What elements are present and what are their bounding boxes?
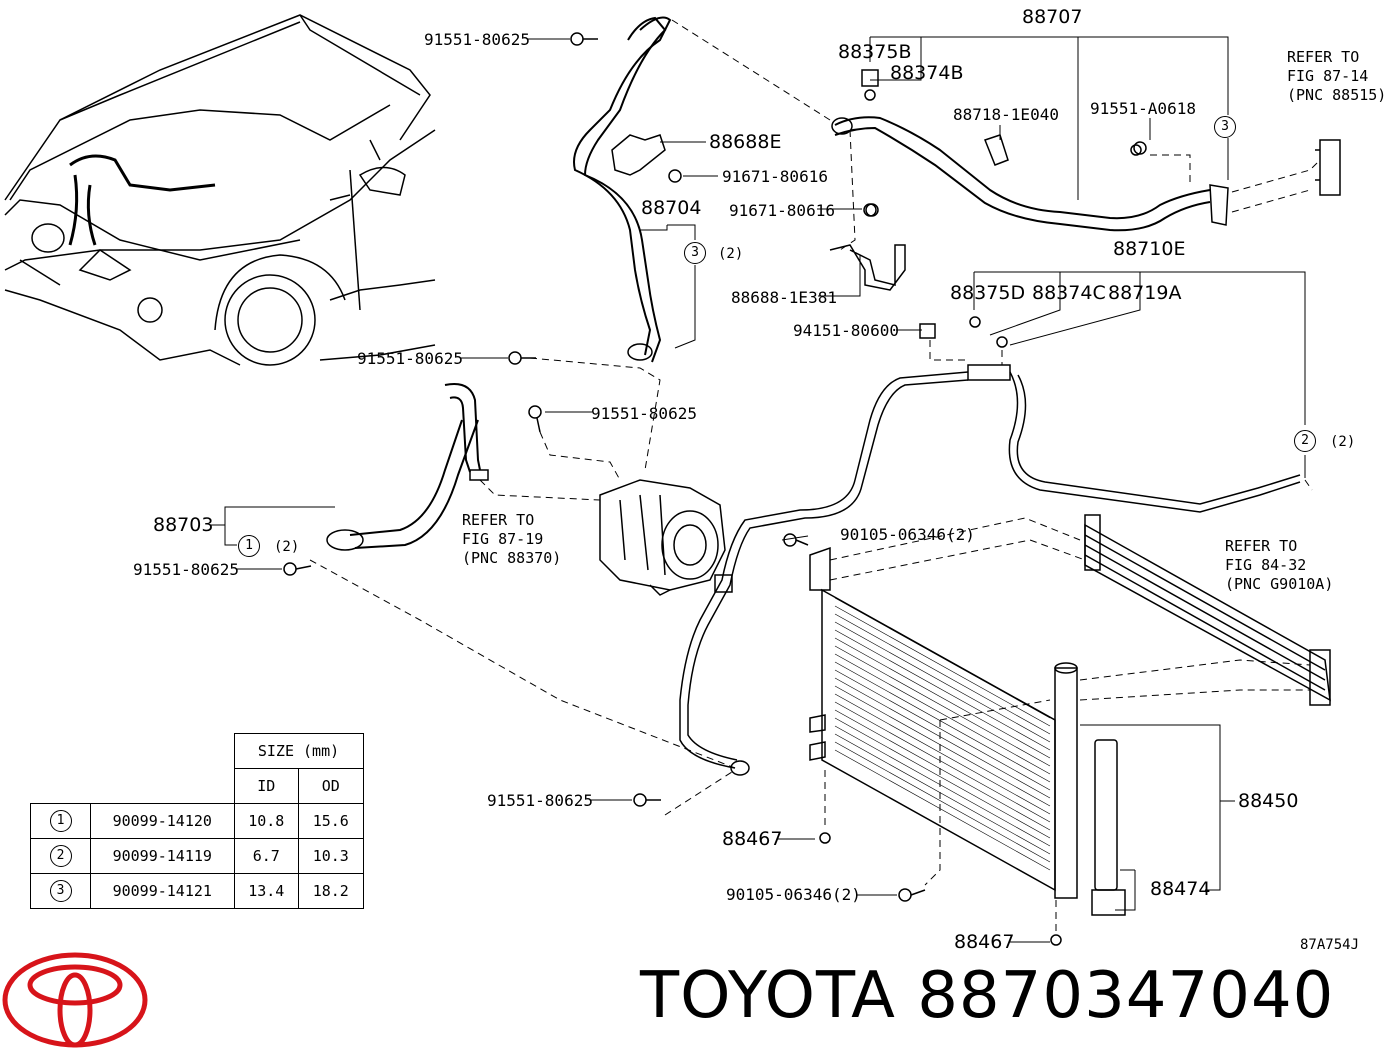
bolts bbox=[283, 32, 1147, 902]
callout-3-hose: 3 bbox=[684, 242, 706, 264]
label-88688E: 88688E bbox=[709, 131, 782, 153]
callout-2-right: 2 bbox=[1294, 430, 1316, 452]
label-88375B: 88375B bbox=[838, 41, 912, 63]
callout-3-hose-qty: (2) bbox=[718, 246, 744, 262]
label-91671-80616-b: 91671-80616 bbox=[729, 201, 835, 220]
discharge-hose-88703 bbox=[326, 383, 489, 551]
refer-fig-87-19: REFER TO FIG 87-19 (PNC 88370) bbox=[462, 511, 562, 567]
row-od: 10.3 bbox=[298, 838, 364, 874]
label-91551-80625-left: 91551-80625 bbox=[133, 560, 239, 579]
label-88374C: 88374C bbox=[1032, 282, 1106, 304]
refer-fig-84-32: REFER TO FIG 84-32 (PNC G9010A) bbox=[1225, 537, 1334, 593]
size-table: SIZE (mm) ID OD 1 90099-14120 10.8 15.6 … bbox=[30, 733, 364, 909]
label-91551-80625-mid: 91551-80625 bbox=[357, 349, 463, 368]
refer-fig-87-14: REFER TO FIG 87-14 (PNC 88515) bbox=[1287, 48, 1387, 104]
label-88688-1E381: 88688-1E381 bbox=[731, 288, 837, 307]
label-88703: 88703 bbox=[153, 514, 214, 536]
label-88467-a: 88467 bbox=[722, 828, 783, 850]
row-part: 90099-14120 bbox=[90, 803, 235, 839]
label-88704: 88704 bbox=[641, 197, 702, 219]
liquid-pipe-88710E bbox=[679, 364, 1301, 776]
callout-1-qty: (2) bbox=[274, 539, 300, 555]
label-88719A: 88719A bbox=[1108, 282, 1182, 304]
label-88474: 88474 bbox=[1150, 878, 1211, 900]
label-88374B: 88374B bbox=[890, 62, 964, 84]
table-row: 2 90099-14119 6.7 10.3 bbox=[30, 838, 364, 874]
row-mark: 2 bbox=[49, 845, 72, 867]
label-88450: 88450 bbox=[1238, 790, 1299, 812]
cooler-g9010a bbox=[1084, 514, 1331, 706]
car-illustration bbox=[4, 14, 436, 366]
row-mark: 1 bbox=[49, 810, 72, 832]
pipe-88707 bbox=[831, 116, 1229, 232]
label-88710E: 88710E bbox=[1113, 238, 1186, 260]
leader-lines bbox=[210, 36, 1306, 943]
diagram-code: 87A754J bbox=[1300, 937, 1360, 953]
label-88467-b: 88467 bbox=[954, 931, 1015, 953]
dashed-guides bbox=[309, 19, 1321, 935]
label-88707: 88707 bbox=[1022, 6, 1083, 28]
brand-part-number: TOYOTA 8870347040 bbox=[640, 959, 1335, 1033]
callout-2-right-qty: (2) bbox=[1330, 434, 1356, 450]
label-91551-80625-comp: 91551-80625 bbox=[591, 404, 697, 423]
callout-3-top: 3 bbox=[1214, 116, 1236, 138]
row-mark: 3 bbox=[49, 880, 72, 902]
size-table-col-id: ID bbox=[233, 768, 299, 804]
row-id: 13.4 bbox=[233, 873, 299, 909]
label-91551-80625-bottom: 91551-80625 bbox=[487, 791, 593, 810]
label-91671-80616-a: 91671-80616 bbox=[722, 167, 828, 186]
row-part: 90099-14121 bbox=[90, 873, 235, 909]
label-88375D: 88375D bbox=[950, 282, 1026, 304]
label-90105-06346-bottom: 90105-06346(2) bbox=[726, 885, 861, 904]
suction-hose-88704 bbox=[573, 16, 672, 363]
label-91551-A0618: 91551-A0618 bbox=[1090, 99, 1196, 118]
label-94151-80600: 94151-80600 bbox=[793, 321, 899, 340]
bracket-88688E bbox=[611, 134, 666, 176]
callout-1: 1 bbox=[238, 535, 260, 557]
toyota-logo bbox=[2, 952, 148, 1048]
table-row: 3 90099-14121 13.4 18.2 bbox=[30, 873, 364, 909]
size-table-title: SIZE (mm) bbox=[233, 733, 364, 769]
size-table-col-od: OD bbox=[298, 768, 364, 804]
row-od: 18.2 bbox=[298, 873, 364, 909]
label-91551-80625-top: 91551-80625 bbox=[424, 30, 530, 49]
condenser-88450 bbox=[809, 546, 1126, 946]
row-od: 15.6 bbox=[298, 803, 364, 839]
row-id: 10.8 bbox=[233, 803, 299, 839]
label-90105-06346-top: 90105-06346(2) bbox=[840, 525, 975, 544]
label-88718-1E040: 88718-1E040 bbox=[953, 105, 1059, 124]
compressor bbox=[599, 479, 726, 596]
row-part: 90099-14119 bbox=[90, 838, 235, 874]
row-id: 6.7 bbox=[233, 838, 299, 874]
table-row: 1 90099-14120 10.8 15.6 bbox=[30, 803, 364, 839]
